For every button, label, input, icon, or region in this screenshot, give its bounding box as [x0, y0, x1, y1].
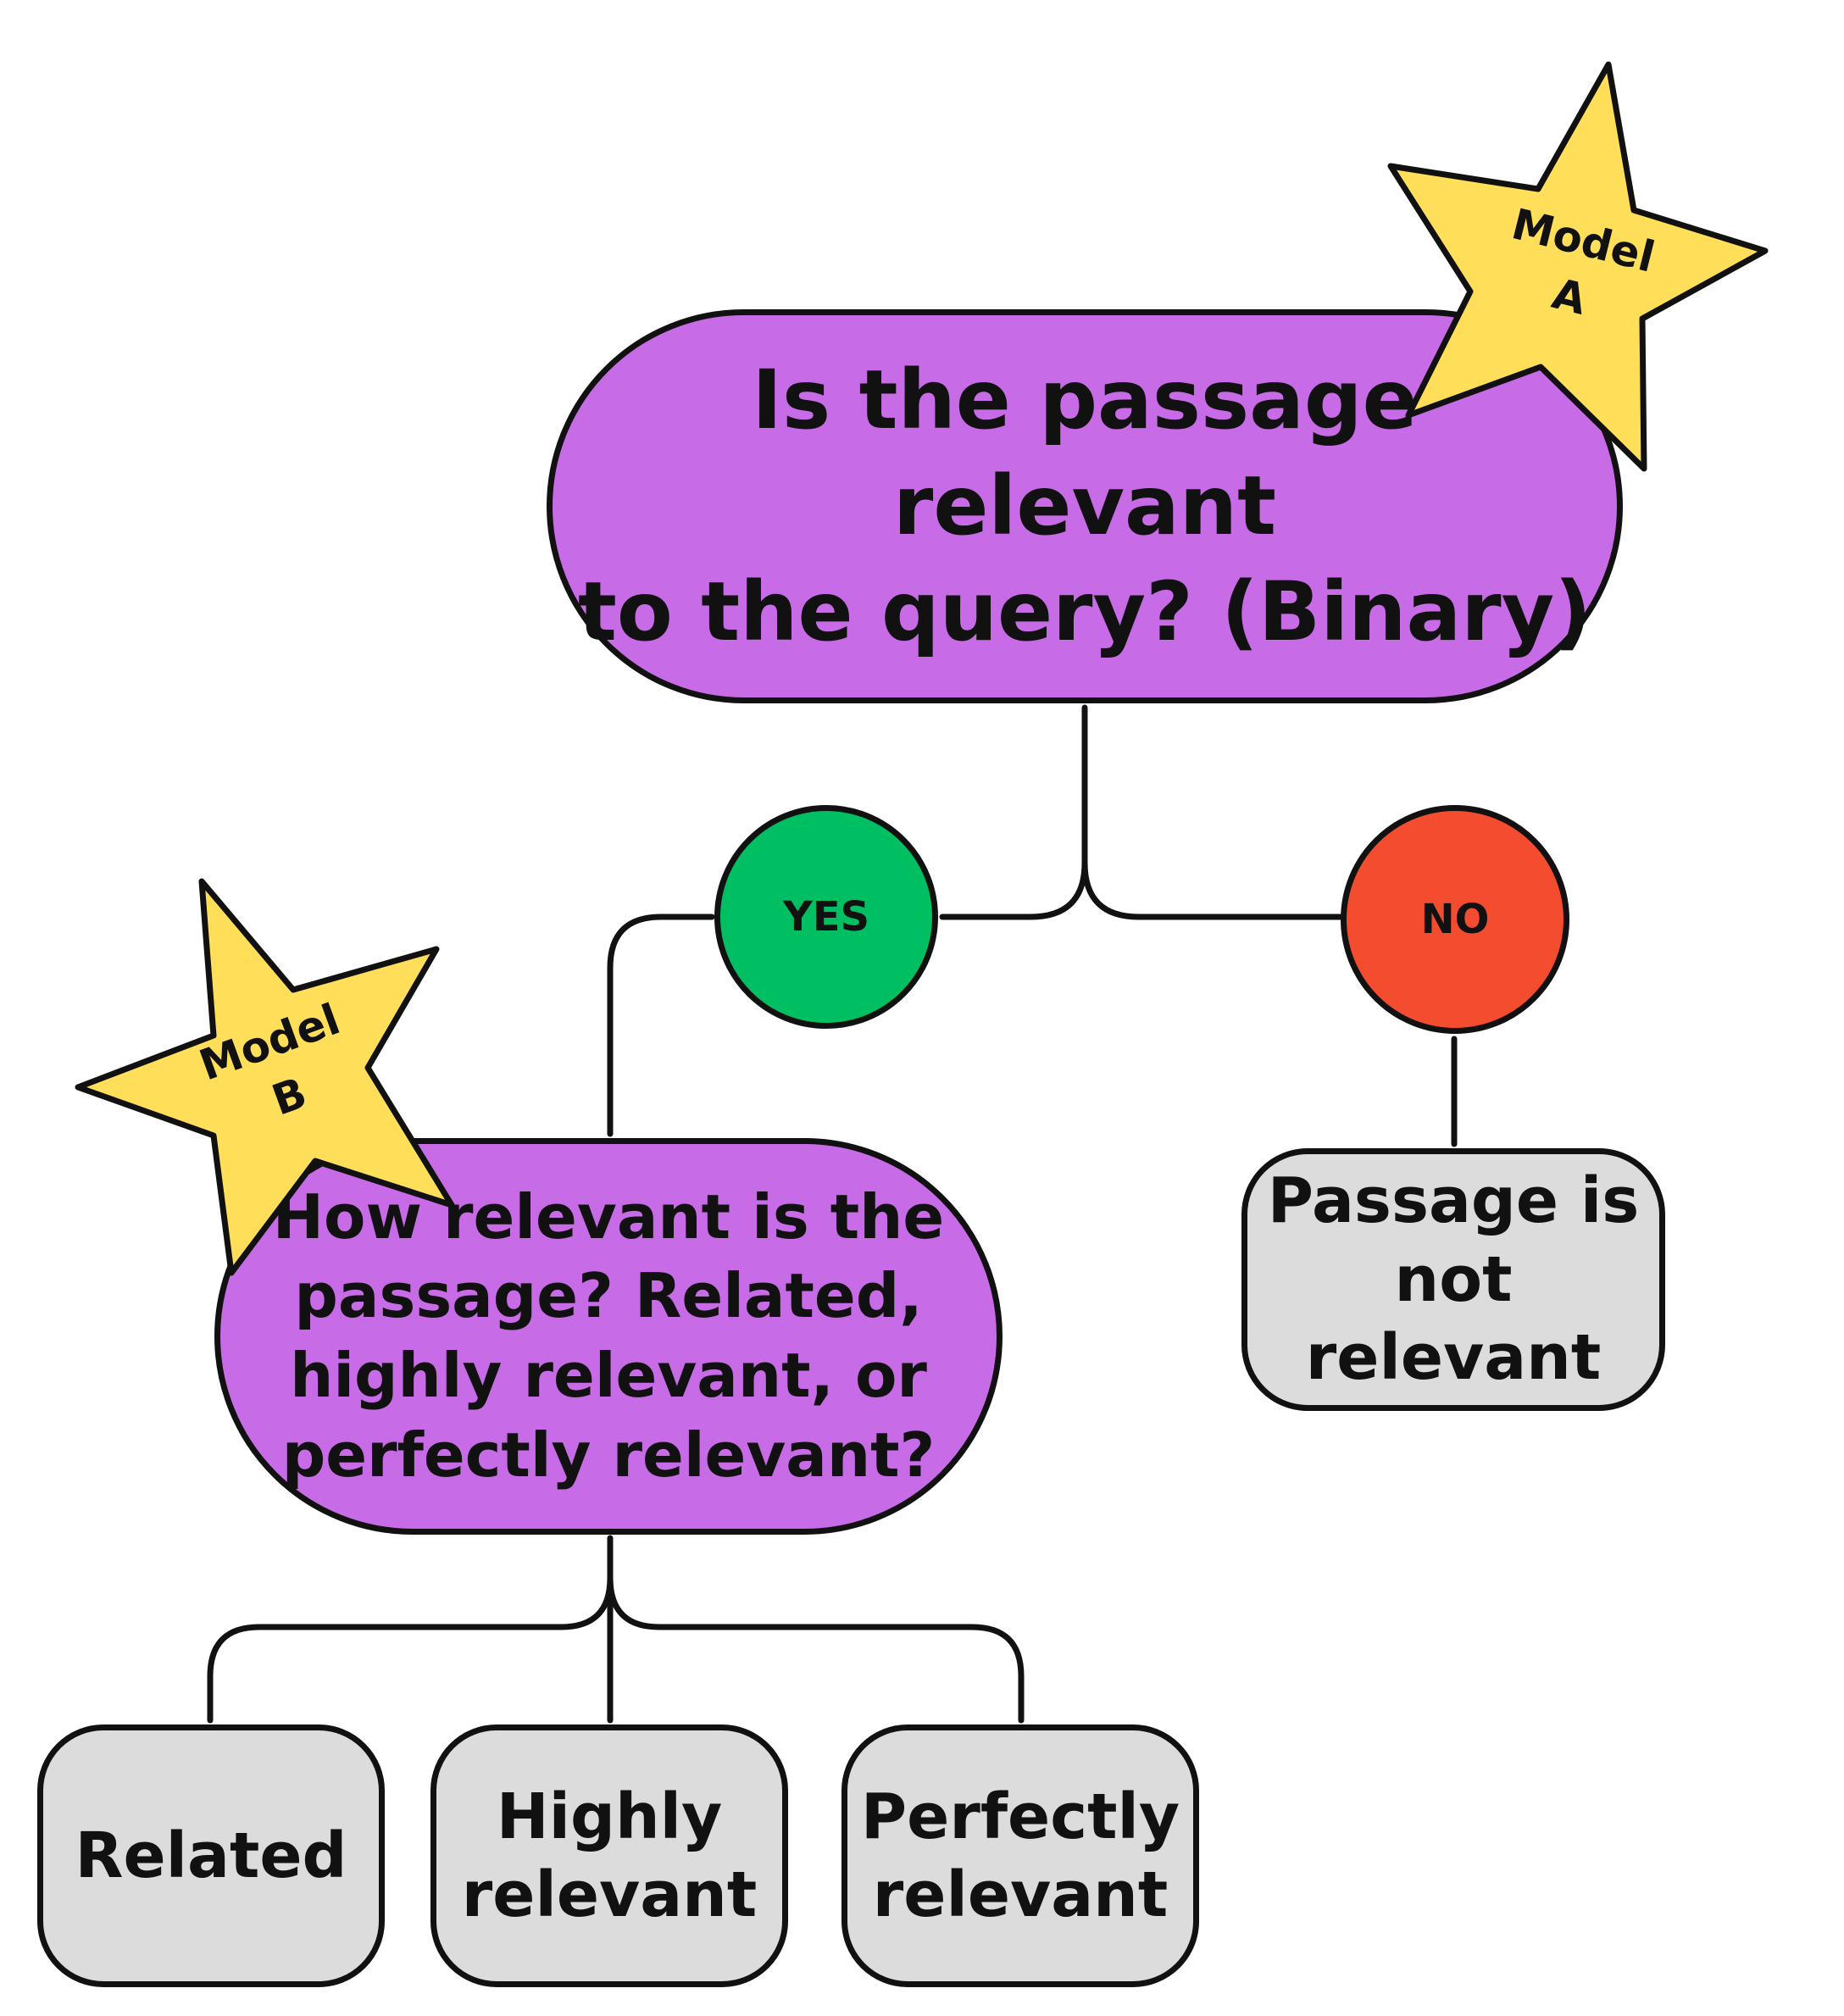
star-icon [75, 878, 455, 1276]
follow-up-question-text: How relevant is the passage? Related, hi… [272, 1180, 945, 1491]
connector-root-no [1081, 859, 1343, 920]
leaf-not-relevant-text: Passage is not relevant [1267, 1164, 1640, 1395]
leaf-not-relevant: Passage is not relevant [1241, 1148, 1665, 1411]
yes-node: YES [714, 805, 938, 1029]
leaf-related-text: Related [75, 1819, 347, 1892]
leaf-perfectly-relevant-text: Perfectly relevant [860, 1780, 1180, 1932]
leaf-related: Related [37, 1724, 385, 1987]
root-question: Is the passage relevant to the query? (B… [547, 309, 1623, 703]
follow-up-question: How relevant is the passage? Related, hi… [214, 1138, 1003, 1535]
no-node: NO [1341, 805, 1569, 1034]
no-label: NO [1420, 896, 1490, 943]
root-question-text: Is the passage relevant to the query? (B… [577, 353, 1592, 659]
leaf-highly-relevant: Highly relevant [430, 1724, 788, 1987]
leaf-highly-relevant-text: Highly relevant [461, 1780, 758, 1932]
leaf-perfectly-relevant: Perfectly relevant [841, 1724, 1199, 1987]
star-icon [1387, 61, 1769, 472]
yes-label: YES [782, 893, 870, 941]
connector-perfectly [607, 1574, 1025, 1724]
connector-related [207, 1535, 614, 1724]
connector-yes-followup [607, 914, 715, 1137]
